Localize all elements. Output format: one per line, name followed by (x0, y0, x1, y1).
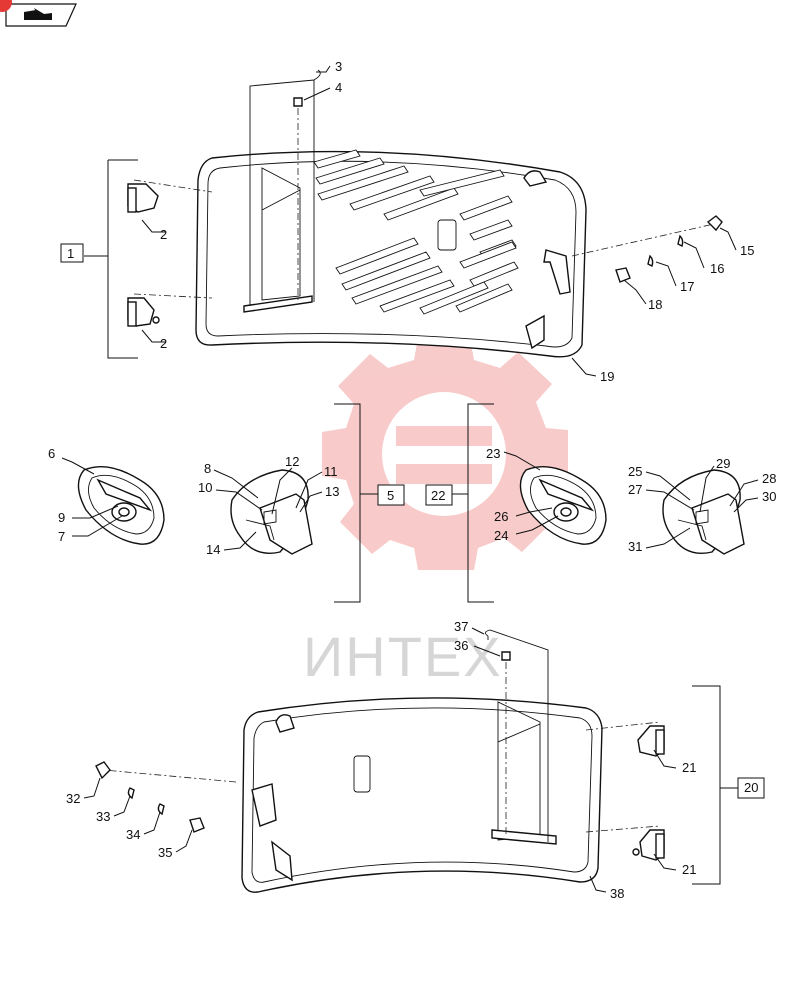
latch-right-b (662, 469, 745, 555)
upper-panel-vent-slots (313, 149, 519, 315)
nut-18 (615, 267, 631, 283)
kit-box-20 (737, 777, 765, 799)
bolt-4 (293, 97, 303, 107)
callout-label: 18 (648, 297, 662, 312)
callout-label: 21 (682, 760, 696, 775)
kit-box-22 (425, 484, 453, 506)
callout-label: 32 (66, 791, 80, 806)
callout-label: 25 (628, 464, 642, 479)
callout-label: 30 (762, 489, 776, 504)
callout-label: 20 (744, 780, 758, 795)
watermark-text: ИНТЕХ (303, 625, 503, 688)
callout-label: 29 (716, 456, 730, 471)
kit-box-5 (377, 484, 405, 506)
screw-32 (95, 761, 111, 780)
hinge-lower-b (632, 829, 665, 861)
callout-label: 22 (431, 488, 445, 503)
callout-label: 33 (96, 809, 110, 824)
callout-label: 8 (204, 461, 211, 476)
callout-label: 6 (48, 446, 55, 461)
callout-label: 17 (680, 279, 694, 294)
rod-37 (485, 629, 549, 842)
callout-label: 15 (740, 243, 754, 258)
callout-label: 9 (58, 510, 65, 525)
callout-label: 24 (494, 528, 508, 543)
callout-label: 31 (628, 539, 642, 554)
rod-3 (249, 69, 321, 306)
callout-label: 11 (324, 464, 338, 479)
latch-left-b (230, 469, 313, 555)
watermark-logo (322, 338, 568, 570)
callout-label: 4 (335, 80, 342, 95)
callout-label: 38 (610, 886, 624, 901)
callout-label: 12 (285, 454, 299, 469)
callout-label: 35 (158, 845, 172, 860)
callout-label: 13 (325, 484, 339, 499)
lower-panel (241, 697, 603, 893)
callout-label: 2 (160, 336, 167, 351)
washer-16 (677, 234, 684, 247)
callout-label: 10 (198, 480, 212, 495)
callout-label: 16 (710, 261, 724, 276)
nut-35 (189, 817, 205, 833)
callout-label: 23 (486, 446, 500, 461)
callout-label: 14 (206, 542, 220, 557)
washer-34 (157, 803, 165, 816)
callout-label: 19 (600, 369, 614, 384)
callout-label: 5 (387, 488, 394, 503)
bolt-36 (501, 651, 511, 661)
page-nav-button[interactable] (5, 3, 77, 27)
hinge-upper-b (127, 297, 160, 327)
callout-label: 34 (126, 827, 140, 842)
callout-label: 1 (67, 246, 74, 261)
screw-15 (706, 215, 723, 232)
upper-panel (195, 149, 587, 358)
page-turn-icon (24, 8, 52, 20)
washer-33 (127, 787, 135, 800)
latch-left-a (77, 466, 165, 545)
callout-label: 2 (160, 227, 167, 242)
callout-label: 21 (682, 862, 696, 877)
hinge-upper-a (127, 183, 159, 213)
callout-label: 26 (494, 509, 508, 524)
callout-label: 28 (762, 471, 776, 486)
hinge-lower-a (637, 725, 665, 757)
callout-label: 36 (454, 638, 468, 653)
callout-label: 37 (454, 619, 468, 634)
kit-box-1 (60, 243, 84, 263)
status-badge-icon (0, 0, 12, 12)
washer-17 (647, 254, 654, 267)
callout-label: 7 (58, 529, 65, 544)
callout-label: 27 (628, 482, 642, 497)
callout-label: 3 (335, 59, 342, 74)
